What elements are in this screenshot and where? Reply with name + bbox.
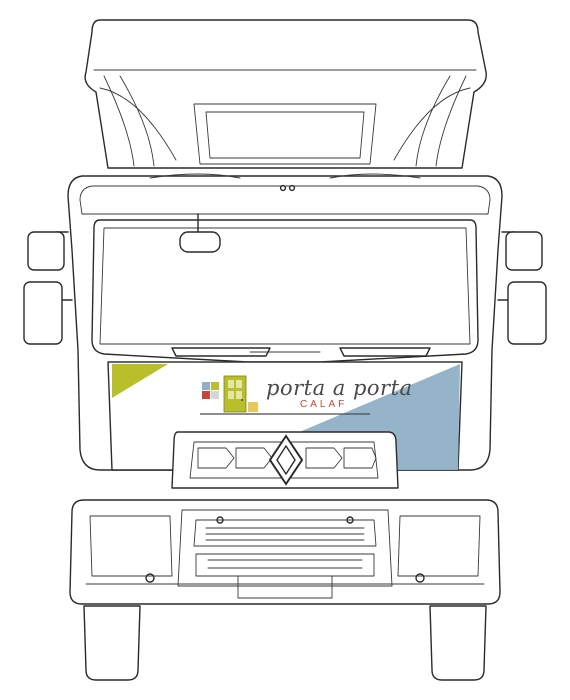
brand-location: CALAF xyxy=(300,399,348,410)
bumper xyxy=(69,499,501,605)
windshield xyxy=(91,213,479,363)
side-mirrors xyxy=(23,231,547,345)
renault-diamond-icon xyxy=(268,434,304,486)
wheels xyxy=(83,605,487,681)
roof-deflector xyxy=(84,19,487,169)
green-accent-stripe xyxy=(112,364,168,398)
door-icon xyxy=(200,375,370,415)
wipers xyxy=(171,347,431,357)
brand-name: porta a porta xyxy=(266,376,413,400)
